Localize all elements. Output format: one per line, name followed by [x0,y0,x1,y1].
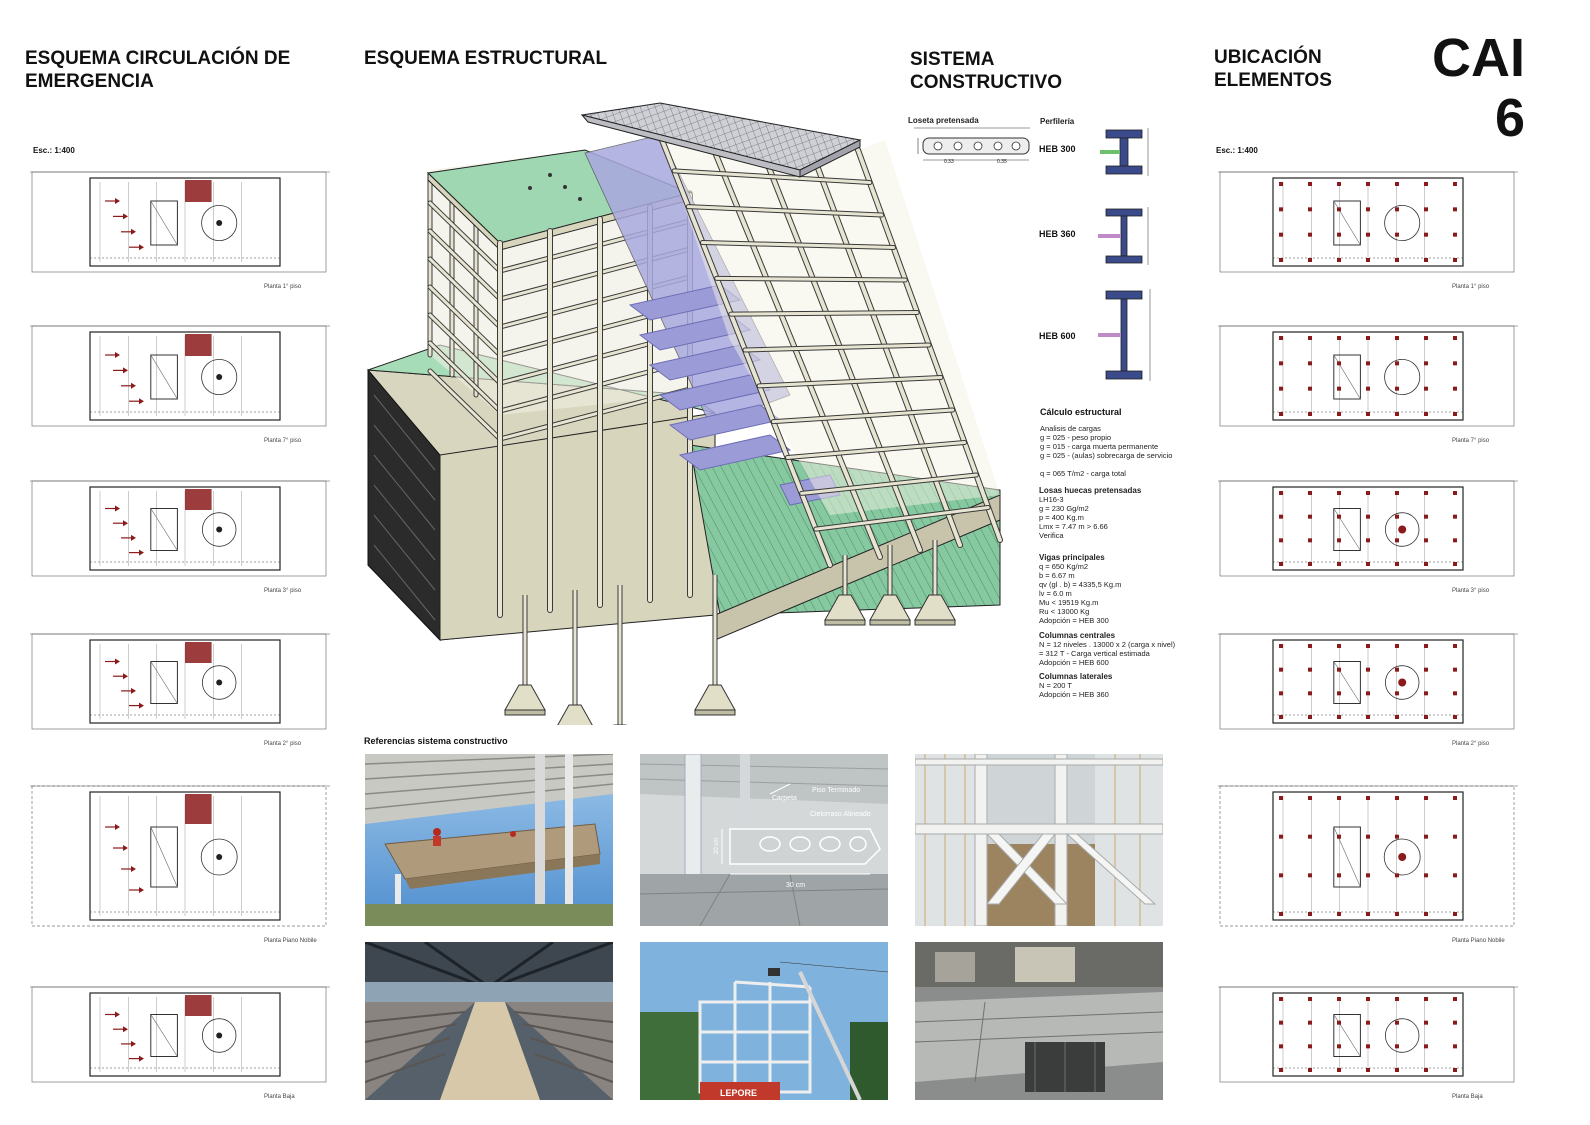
emergency-plan-label-4: Planta 2° piso [264,741,302,747]
calc-columnas-laterales: Columnas laterales N = 200 T Adopción = … [1039,672,1113,699]
location-plan-label-2: Planta 7° piso [1452,438,1490,444]
photo-steel-atrium [915,754,1163,926]
calc-columnas-centrales: Columnas centrales N = 12 niveles . 1300… [1039,631,1176,667]
heb360-label: HEB 360 [1039,229,1076,239]
location-plan-2 [1218,322,1518,432]
emergency-plan-4 [30,630,330,735]
loseta-dim-2: 0.35 [997,159,1007,165]
sheet-number: CAI 6 [1432,28,1525,148]
location-plan-label-6: Planta Baja [1452,1094,1483,1100]
emergency-plan-label-5: Planta Piano Nobile [264,938,317,944]
calc-losas: Losas huecas pretensadas LH16-3 g = 230 … [1039,486,1142,540]
emergency-plan-label-2: Planta 7° piso [264,438,302,444]
structural-axonometric [360,95,1010,756]
location-plan-label-1: Planta 1° piso [1452,284,1490,290]
photo-construction-crane: LEPORE [640,942,888,1100]
location-section-title: UBICACIÓN ELEMENTOS [1214,47,1332,91]
construction-sign: LEPORE [720,1088,757,1098]
label-30cm: 30 cm [786,882,805,889]
photo-slab-above [915,942,1163,1100]
loseta-section-drawing [908,124,1033,168]
calc-title: Cálculo estructural [1040,407,1122,417]
location-plan-5 [1218,782,1518,932]
references-title: Referencias sistema constructivo [364,736,508,746]
scale-label-right: Esc.: 1:400 [1216,146,1258,155]
emergency-plan-5 [30,782,330,932]
perfileria-label: Perfilería [1040,117,1075,126]
location-plan-label-4: Planta 2° piso [1452,741,1490,747]
emergency-plan-3 [30,477,330,582]
photo-auditorium [365,942,613,1100]
loseta-dim-1: 0.33 [944,159,954,165]
emergency-plan-6 [30,983,330,1088]
emergency-plan-label-1: Planta 1° piso [264,284,302,290]
label-carpeta: Carpeta [772,795,797,802]
label-20cm: 20 cm [714,838,720,854]
emergency-plan-1 [30,168,330,278]
emergency-plan-label-6: Planta Baja [264,1094,295,1100]
location-plan-3 [1218,477,1518,582]
location-plan-1 [1218,168,1518,278]
photo-slab-lift [365,754,613,926]
location-plan-4 [1218,630,1518,735]
emergency-section-title: ESQUEMA CIRCULACIÓN DE EMERGENCIA [25,48,291,92]
heb600-drawing [1092,283,1162,390]
structural-section-title: ESQUEMA ESTRUCTURAL [364,48,608,69]
location-plan-label-3: Planta 3° piso [1452,588,1490,594]
emergency-plan-label-3: Planta 3° piso [264,588,302,594]
photo-hollowcore: Carpeta Piso Terminado Cielorraso Alinea… [640,754,888,926]
heb600-label: HEB 600 [1039,331,1076,341]
label-cielorraso: Cielorraso Alineado [810,811,871,818]
label-piso-terminado: Piso Terminado [812,787,860,794]
calc-cargas: Analisis de cargas g = 025 - peso propio… [1040,424,1173,478]
location-plan-6 [1218,983,1518,1088]
emergency-plan-2 [30,322,330,432]
heb300-drawing [1092,122,1162,189]
calc-vigas: Vigas principales q = 650 Kg/m2 b = 6.67… [1039,553,1122,625]
heb300-label: HEB 300 [1039,144,1076,154]
location-plan-label-5: Planta Piano Nobile [1452,938,1505,944]
heb360-drawing [1092,203,1162,274]
scale-label-left: Esc.: 1:400 [33,146,75,155]
system-section-title: SISTEMA CONSTRUCTIVO [910,49,1062,93]
loseta-label: Loseta pretensada [908,116,979,125]
